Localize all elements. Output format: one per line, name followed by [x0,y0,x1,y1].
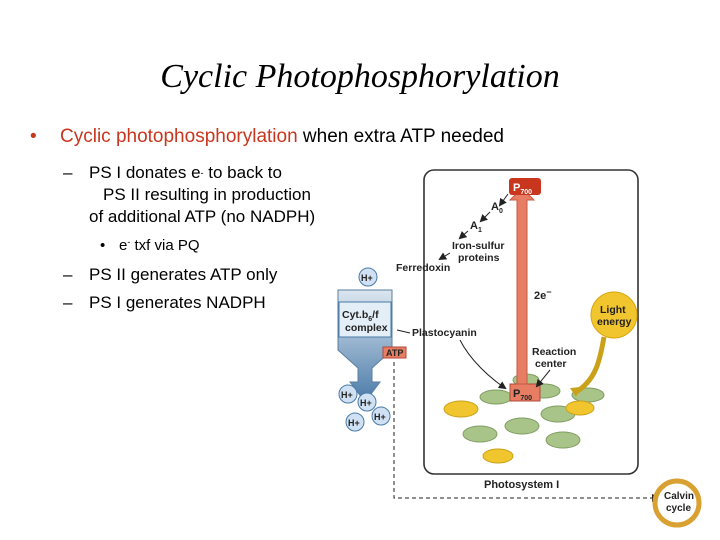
calvin-label: Calvin [664,491,694,502]
h-plus-label: H+ [374,412,386,422]
reaction-label: Reaction [532,346,576,358]
iron-sulfur-label: Iron-sulfur [452,240,505,252]
ferredoxin-label: Ferredoxin [396,262,450,274]
h-plus-label: H+ [348,418,360,428]
plastocyanin-label: Plastocyanin [412,327,477,339]
center-label: center [535,358,567,370]
h-plus-label: H+ [341,390,353,400]
energy-label: energy [597,316,632,328]
photosystem-label: Photosystem I [484,479,559,491]
iron-sulfur-label-2: proteins [458,252,500,264]
cycle-label: cycle [666,503,691,514]
complex-label: complex [345,322,388,334]
h-plus-label: H+ [360,398,372,408]
h-plus-label: H+ [361,273,373,283]
cyt-label: Cyt.b6/f [342,309,379,323]
light-label: Light [600,304,626,316]
atp-label: ATP [386,348,403,358]
